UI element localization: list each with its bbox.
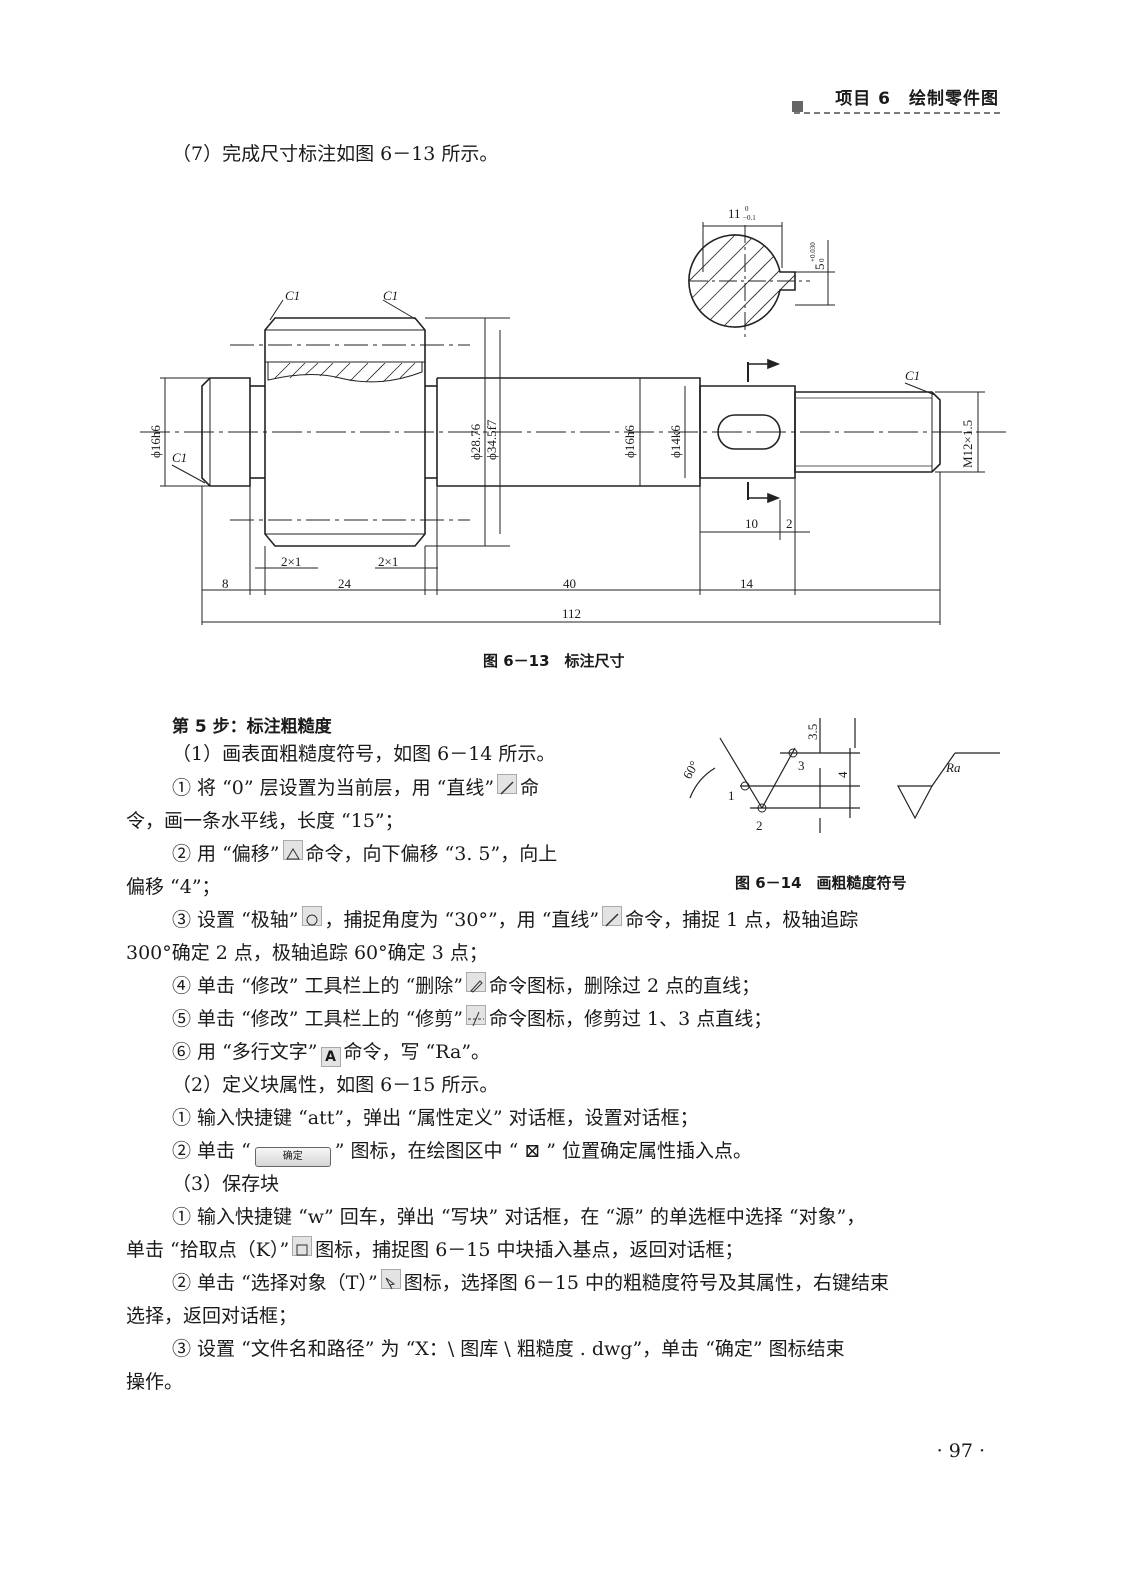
para-s1b: ② 用 “偏移”命令，向下偏移 “3. 5”，向上 <box>172 838 557 871</box>
label-point-2: 2 <box>756 818 763 833</box>
offset-icon <box>282 840 303 860</box>
para-s3b-cont: 选择，返回对话框； <box>126 1305 298 1327</box>
para-s3a: ① 输入快捷键 “w” 回车，弹出 “写块” 对话框，在 “源” 的单选框中选择… <box>172 1206 866 1228</box>
para-s3a-cont: 单击 “拾取点（K）”图标，捕捉图 6－15 中块插入基点，返回对话框； <box>126 1234 744 1267</box>
figure-6-14-caption: 图 6－14 画粗糙度符号 <box>735 874 907 892</box>
header-title: 项目 6 绘制零件图 <box>835 89 999 109</box>
header-rule <box>794 112 1000 114</box>
para-s1d: ④ 单击 “修改” 工具栏上的 “删除”命令图标，删除过 2 点的直线； <box>172 970 760 1003</box>
header-marker <box>792 101 803 112</box>
pick-point-icon <box>292 1236 313 1256</box>
line-icon <box>602 906 623 927</box>
page-number: · 97 · <box>936 1440 985 1462</box>
para-s1a: ① 将 “0” 层设置为当前层，用 “直线”命 <box>172 772 539 805</box>
label-c1-b: C1 <box>383 288 398 303</box>
figure-6-13-caption: 图 6－13 标注尺寸 <box>483 652 625 670</box>
para-s3: （3）保存块 <box>172 1173 280 1195</box>
label-d16h6-mid: ϕ16h6 <box>622 425 637 458</box>
para-s1: （1）画表面粗糙度符号，如图 6－14 所示。 <box>172 743 556 765</box>
label-d2876: ϕ28.76 <box>468 423 483 460</box>
label-h35: 3.5 <box>805 724 820 740</box>
label-len-2: 2 <box>786 516 793 531</box>
label-c1-c: C1 <box>905 368 920 383</box>
para-s1c-cont: 300°确定 2 点，极轴追踪 60°确定 3 点； <box>126 942 488 964</box>
figure-6-14-drawing: 60° 1 2 3 3.5 4 Ra <box>680 718 1000 833</box>
label-groove-1: 2×1 <box>281 554 301 569</box>
label-ra: Ra <box>945 760 961 775</box>
label-d345: ϕ34.5f7 <box>484 419 499 460</box>
para-s1b-cont: 偏移 “4”； <box>126 876 221 898</box>
label-point-3: 3 <box>798 758 805 773</box>
mtext-icon: A <box>320 1047 341 1067</box>
section-view <box>688 222 835 340</box>
label-d14k6: ϕ14k6 <box>668 425 683 458</box>
label-sec-depth: 5 <box>812 264 827 271</box>
para-s2a: ① 输入快捷键 “att”，弹出 “属性定义” 对话框，设置对话框； <box>172 1107 699 1129</box>
select-objects-icon <box>380 1269 401 1290</box>
label-sec-width-tol: 0 <box>745 205 749 213</box>
keyway <box>717 414 781 450</box>
label-m12: M12×1.5 <box>960 420 975 468</box>
para-s1a-cont: 令，画一条水平线，长度 “15”； <box>126 810 404 832</box>
step7-text: （7）完成尺寸标注如图 6－13 所示。 <box>172 143 499 165</box>
label-point-1: 1 <box>728 788 735 803</box>
figure-6-13-drawing: C1 C1 C1 C1 ϕ16h6 ϕ28.76 ϕ34.5f7 ϕ16h6 ϕ… <box>140 205 1010 625</box>
label-c1-d: C1 <box>172 450 187 465</box>
label-len-24: 24 <box>338 576 352 591</box>
para-s2: （2）定义块属性，如图 6－15 所示。 <box>172 1074 499 1096</box>
para-s3c-cont: 操作。 <box>126 1371 184 1393</box>
polar-icon <box>301 906 322 926</box>
label-sec-depth-tol: +0.030 <box>809 242 817 262</box>
para-s1e: ⑤ 单击 “修改” 工具栏上的 “修剪”命令图标，修剪过 1、3 点直线； <box>172 1003 772 1036</box>
label-len-10: 10 <box>745 516 758 531</box>
step5-title: 第 5 步：标注粗糙度 <box>172 717 332 737</box>
label-angle: 60° <box>680 758 702 781</box>
para-s3b: ② 单击 “选择对象（T）”图标，选择图 6－15 中的粗糙度符号及其属性，右键… <box>172 1267 889 1300</box>
label-len-112: 112 <box>562 606 581 621</box>
para-s2b: ② 单击 “确定” 图标，在绘图区中 “ ⊠ ” 位置确定属性插入点。 <box>172 1135 752 1168</box>
label-len-8: 8 <box>222 576 229 591</box>
label-h4: 4 <box>835 771 850 778</box>
label-sec-depth-tol2: 0 <box>818 258 826 262</box>
erase-icon <box>466 972 487 993</box>
ok-button-icon: 确定 <box>254 1147 331 1167</box>
label-sec-width: 11 <box>728 206 741 221</box>
label-groove-2: 2×1 <box>378 554 398 569</box>
line-icon <box>497 774 518 795</box>
label-len-14: 14 <box>740 576 754 591</box>
label-len-40: 40 <box>563 576 576 591</box>
para-s3c: ③ 设置 “文件名和路径” 为 “X：\ 图库 \ 粗糙度 . dwg”，单击 … <box>172 1338 845 1360</box>
label-c1-a: C1 <box>285 288 300 303</box>
label-sec-width-tol2: −0.1 <box>743 214 756 222</box>
trim-icon <box>466 1005 487 1027</box>
para-s1c: ③ 设置 “极轴”，捕捉角度为 “30°”，用 “直线”命令，捕捉 1 点，极轴… <box>172 904 858 937</box>
label-d16h6-left: ϕ16h6 <box>148 425 163 458</box>
